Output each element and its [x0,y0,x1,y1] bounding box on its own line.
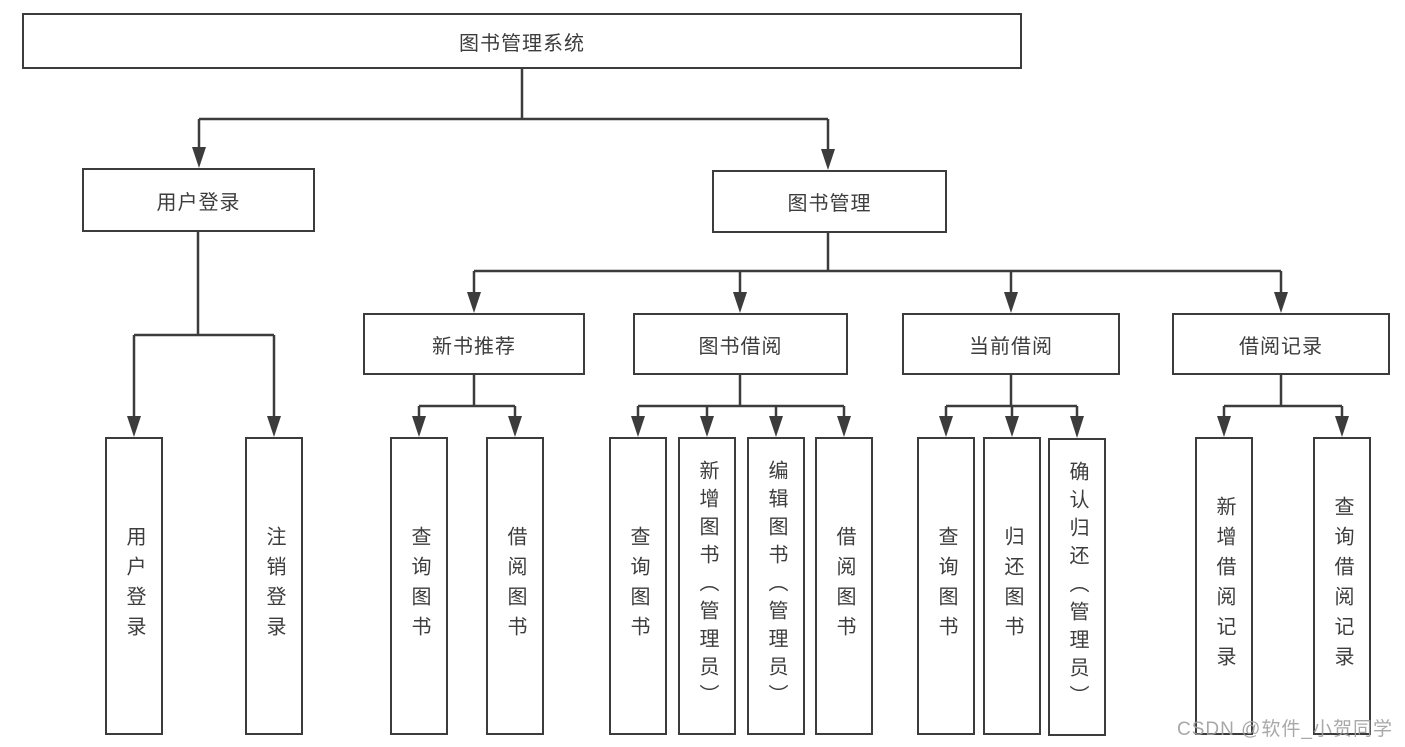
leaf-query-books-current: 查询图书 [917,437,975,735]
leaf-query-books-current-label: 查询图书 [935,526,957,646]
leaf-query-books-recommend: 查询图书 [390,437,448,735]
leaf-confirm-return-admin-label: 确认归还（管理员） [1066,461,1088,713]
node-new-book-recommend-label: 新书推荐 [432,335,516,358]
node-user-login: 用户登录 [82,168,315,232]
watermark: CSDN @软件_小贺同学 [1177,719,1393,740]
leaf-edit-book-admin: 编辑图书（管理员） [747,437,805,735]
leaf-add-book-admin-label: 新增图书（管理员） [696,460,718,712]
leaf-user-login: 用户登录 [105,437,163,735]
node-current-borrow-label: 当前借阅 [969,335,1053,358]
node-user-login-label: 用户登录 [156,191,241,214]
leaf-add-book-admin: 新增图书（管理员） [678,437,736,735]
leaf-confirm-return-admin: 确认归还（管理员） [1048,438,1106,736]
leaf-user-login-label: 用户登录 [123,526,145,646]
node-book-management: 图书管理 [712,170,947,233]
leaf-borrow-books-label: 借阅图书 [833,526,855,646]
leaf-logout-label: 注销登录 [263,526,285,646]
leaf-query-books-borrow-label: 查询图书 [627,526,649,646]
leaf-return-books-label: 归还图书 [1001,526,1023,646]
node-borrow-records-label: 借阅记录 [1239,335,1323,358]
arrowheads [127,147,1349,438]
leaf-borrow-books-recommend: 借阅图书 [486,437,544,735]
node-current-borrow: 当前借阅 [902,313,1120,375]
leaf-borrow-books-recommend-label: 借阅图书 [504,526,526,646]
node-new-book-recommend: 新书推荐 [363,313,585,375]
leaf-query-books-recommend-label: 查询图书 [408,526,430,646]
leaf-edit-book-admin-label: 编辑图书（管理员） [765,460,787,712]
leaf-logout: 注销登录 [245,437,303,735]
root-node-label: 图书管理系统 [459,32,585,55]
root-node: 图书管理系统 [22,13,1022,69]
node-borrow-records: 借阅记录 [1172,313,1390,375]
leaf-query-borrow-record-label: 查询借阅记录 [1331,496,1353,676]
node-book-borrow: 图书借阅 [633,313,848,375]
leaf-borrow-books: 借阅图书 [815,437,873,735]
leaf-query-books-borrow: 查询图书 [609,437,667,735]
leaf-return-books: 归还图书 [983,437,1041,735]
node-book-borrow-label: 图书借阅 [698,335,783,358]
leaf-query-borrow-record: 查询借阅记录 [1313,437,1371,735]
node-book-management-label: 图书管理 [787,193,872,215]
leaf-add-borrow-record: 新增借阅记录 [1195,437,1253,735]
leaf-add-borrow-record-label: 新增借阅记录 [1213,496,1235,676]
